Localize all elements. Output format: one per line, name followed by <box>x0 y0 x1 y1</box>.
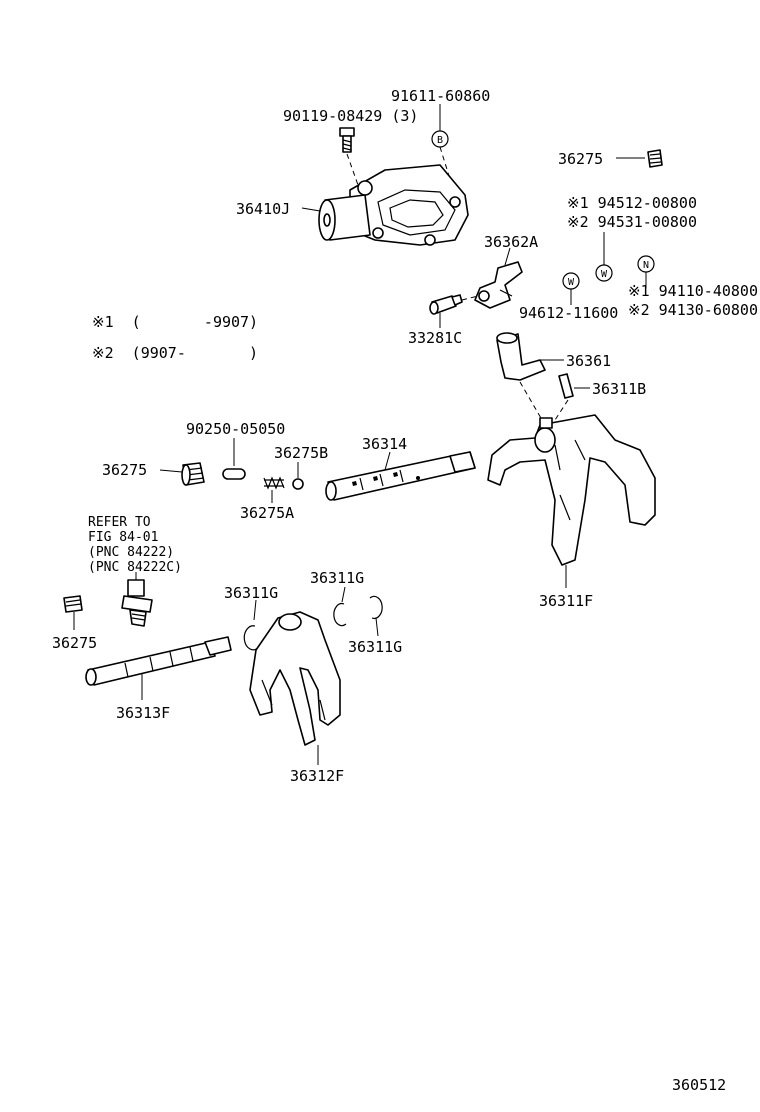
label-36275a: 36275A <box>240 504 294 522</box>
label-36311f: 36311F <box>539 592 593 610</box>
snap-ring-36311g-3 <box>369 595 383 619</box>
label-90250: 90250-05050 <box>186 420 285 438</box>
marker-w-94612: W <box>562 272 580 290</box>
label-36311g-a: 36311G <box>224 584 278 602</box>
ball-36275b <box>292 478 304 490</box>
marker-n-text: N <box>643 260 649 271</box>
note-2: ※2 (9907- ) <box>92 344 258 362</box>
marker-b-text: B <box>437 135 443 146</box>
leader-36311g-1 <box>253 599 257 621</box>
leader-36314 <box>384 451 391 471</box>
label-94531: ※2 94531-00800 <box>567 213 697 231</box>
note-1: ※1 ( -9907) <box>92 313 258 331</box>
pin-90250 <box>222 468 246 480</box>
spring-36275a <box>263 476 285 490</box>
label-94612: 94612-11600 <box>519 304 618 322</box>
label-36275b: 36275B <box>274 444 328 462</box>
dash-33281c <box>461 295 479 301</box>
refer-line-3: (PNC 84222) <box>88 545 174 560</box>
marker-w-text-2: W <box>568 277 575 288</box>
label-33281c: 33281C <box>408 329 462 347</box>
dash-36311b <box>554 399 569 421</box>
pin-33281c <box>429 294 463 315</box>
housing-36410j <box>318 164 469 246</box>
label-36314: 36314 <box>362 435 407 453</box>
figure-id: 360512 <box>672 1076 726 1094</box>
label-36362a: 36362A <box>484 233 538 251</box>
marker-n-94110: N <box>637 255 655 273</box>
label-36312f: 36312F <box>290 767 344 785</box>
switch-refer-fig <box>121 579 153 627</box>
shaft-36313f <box>85 636 232 686</box>
lever-36362a <box>474 261 523 309</box>
leader-36275-mid <box>159 469 183 473</box>
label-36275-mid: 36275 <box>102 461 147 479</box>
label-36275-top: 36275 <box>558 150 603 168</box>
leader-36311g-3 <box>375 617 379 637</box>
leader-36410j <box>301 207 321 212</box>
fork-36311f <box>487 414 656 566</box>
plug-36275-mid <box>181 462 205 486</box>
leader-36311g-2 <box>341 586 346 603</box>
marker-w-94531: W <box>595 264 613 282</box>
shaft-36314 <box>325 451 476 501</box>
label-36311g-c: 36311G <box>348 638 402 656</box>
pin-36311b <box>558 373 574 399</box>
label-94110: ※1 94110-40800 <box>628 282 758 300</box>
leader-90119 <box>346 153 359 186</box>
label-36410j: 36410J <box>236 200 290 218</box>
label-36311b: 36311B <box>592 380 646 398</box>
plug-36275-low <box>63 595 83 613</box>
refer-line-2: FIG 84-01 <box>88 530 158 545</box>
label-90119: 90119-08429 (3) <box>283 107 418 125</box>
label-36313f: 36313F <box>116 704 170 722</box>
snap-ring-36311g-1 <box>243 625 259 651</box>
plug-36275-top <box>647 149 663 168</box>
label-94130: ※2 94130-60800 <box>628 301 758 319</box>
refer-line-4: (PNC 84222C) <box>88 560 182 575</box>
label-36361: 36361 <box>566 352 611 370</box>
refer-line-1: REFER TO <box>88 515 151 530</box>
label-36311g-b: 36311G <box>310 569 364 587</box>
leader-36362a <box>504 247 511 266</box>
snap-ring-36311g-2 <box>333 603 347 627</box>
label-36275-low: 36275 <box>52 634 97 652</box>
lever-36361 <box>496 332 546 381</box>
label-94512: ※1 94512-00800 <box>567 194 697 212</box>
marker-b-circle: B <box>431 130 449 148</box>
fork-36312f <box>249 611 341 746</box>
bolt-90119 <box>339 127 355 153</box>
label-91611: 91611-60860 <box>391 87 490 105</box>
marker-w-text: W <box>601 269 608 280</box>
